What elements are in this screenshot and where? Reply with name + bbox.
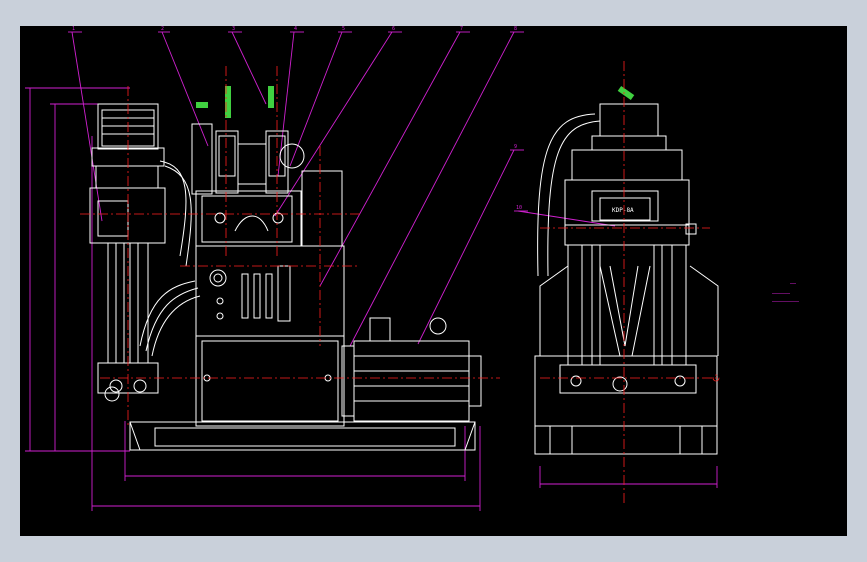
balloon-7: 7: [460, 26, 463, 32]
note-line-2: ………………………: [772, 298, 799, 304]
balloon-1: 1: [72, 26, 75, 32]
dimension-lines: [25, 87, 718, 511]
part-leaders: 1 2 3 4 5 6 7 8 9 10: [68, 26, 616, 347]
note-title: ……: [790, 280, 796, 286]
side-view: KDP-8A: [534, 61, 720, 506]
panel-label: KDP-8A: [612, 207, 634, 214]
drawing-canvas[interactable]: 1 2 3 4 5 6 7 8 9 10: [20, 26, 847, 536]
front-view: [80, 66, 500, 451]
balloon-9: 9: [514, 144, 517, 150]
drawing-notes: …… ……………… ………………………: [772, 280, 799, 304]
balloon-6: 6: [392, 26, 395, 32]
balloon-4: 4: [294, 26, 297, 32]
balloon-10: 10: [516, 205, 522, 211]
note-line-1: ………………: [772, 290, 790, 296]
balloon-5: 5: [342, 26, 345, 32]
technical-drawing: 1 2 3 4 5 6 7 8 9 10: [25, 26, 799, 511]
balloon-3: 3: [232, 26, 235, 32]
balloon-8: 8: [514, 26, 517, 32]
balloon-2: 2: [161, 26, 164, 32]
